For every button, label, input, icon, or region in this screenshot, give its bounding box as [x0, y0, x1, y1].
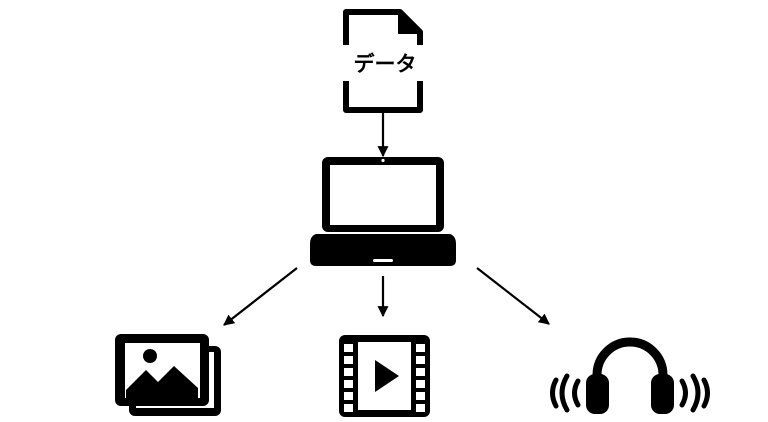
arrow-laptop-to-audio [476, 267, 550, 325]
document-icon: データ [343, 9, 425, 113]
document-label: データ [354, 52, 417, 76]
arrow-laptop-to-images [223, 267, 298, 326]
laptop-icon [310, 157, 456, 266]
headphones-sound-icon [550, 337, 710, 414]
film-play-icon [339, 335, 430, 417]
image-stack-icon [115, 334, 221, 416]
